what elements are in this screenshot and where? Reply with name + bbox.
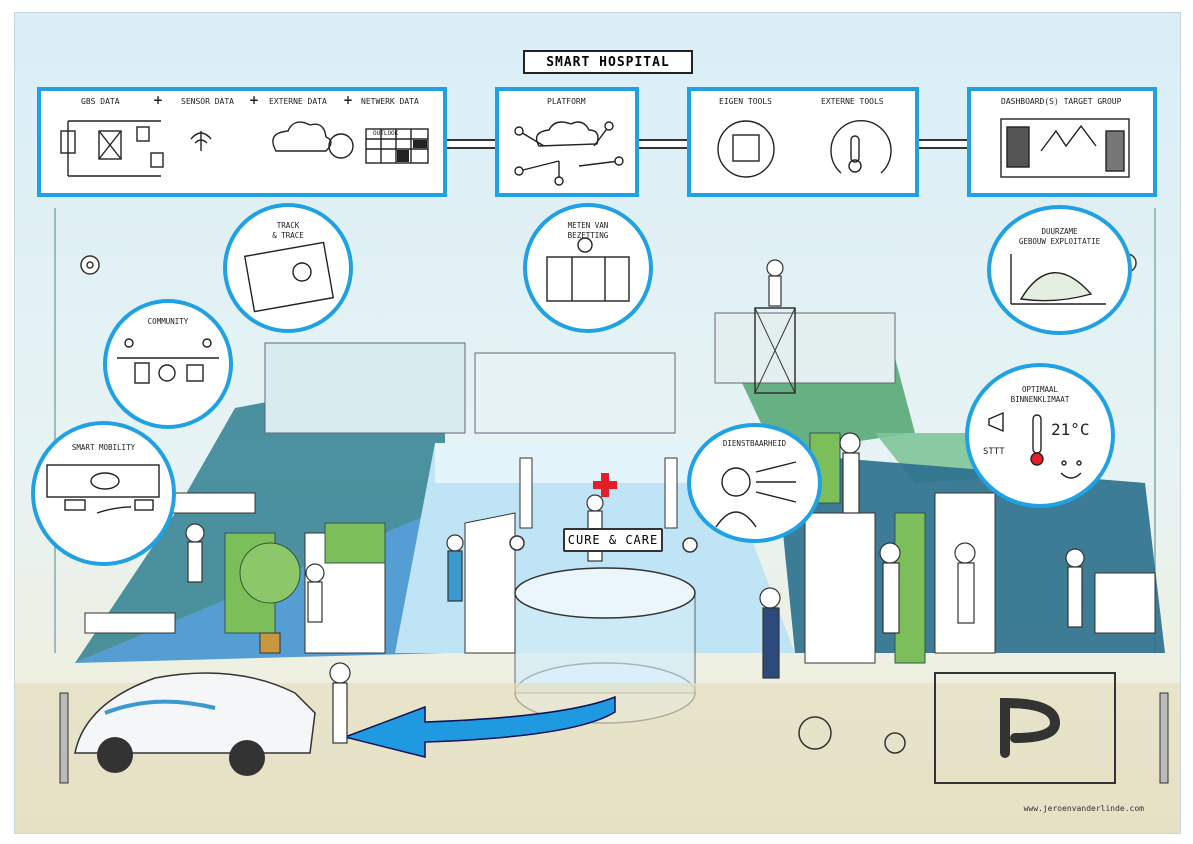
gbs-data-label: GBS DATA xyxy=(81,97,120,106)
cure-care-sign: CURE & CARE xyxy=(563,528,663,552)
data-sources-icons xyxy=(60,120,429,177)
externe-data-label: EXTERNE DATA xyxy=(269,97,327,106)
binnenklimaat-bubble: OPTIMAAL BINNENKLIMAAT 21°C STTT xyxy=(965,363,1115,508)
duurzame-label: DUURZAME GEBOUW EXPLOITATIE xyxy=(1018,227,1101,246)
track-trace-bubble: TRACK & TRACE xyxy=(223,203,353,333)
dashboard-icon xyxy=(1000,118,1130,178)
sensor-data-label: SENSOR DATA xyxy=(181,97,234,106)
person-data-icon xyxy=(715,461,797,528)
connector-line xyxy=(919,139,967,149)
community-bubble: COMMUNITY xyxy=(103,299,233,429)
plus-sign: + xyxy=(343,93,354,107)
dashboard-label: DASHBOARD(S) TARGET GROUP xyxy=(1001,97,1122,106)
temperature-readout: 21°C xyxy=(1051,420,1090,439)
floorplan-icon xyxy=(546,237,630,302)
dienstbaarheid-bubble: DIENSTBAARHEID xyxy=(687,423,822,543)
plus-sign: + xyxy=(153,93,164,107)
platform-panel: PLATFORM xyxy=(495,87,639,197)
smart-mobility-bubble: SMART MOBILITY xyxy=(31,421,176,566)
illustration-frame: SMART HOSPITAL GBS DATA + SENSOR DATA + … xyxy=(14,12,1181,834)
netwerk-data-label: NETWERK DATA xyxy=(361,97,419,106)
cloud-network-icon xyxy=(514,121,624,186)
plus-sign: + xyxy=(249,93,260,107)
sound-text: STTT xyxy=(983,447,1005,457)
tools-panel: EIGEN TOOLS EXTERNE TOOLS xyxy=(687,87,919,197)
smart-mobility-label: SMART MOBILITY xyxy=(71,443,136,452)
community-label: COMMUNITY xyxy=(147,317,189,326)
eigen-tools-label: EIGEN TOOLS xyxy=(719,97,772,106)
dienstbaarheid-label: DIENSTBAARHEID xyxy=(722,439,787,448)
climate-icons xyxy=(988,411,1082,479)
track-trace-label: TRACK & TRACE xyxy=(272,221,304,240)
tools-icons xyxy=(717,119,892,178)
duurzame-bubble: DUURZAME GEBOUW EXPLOITATIE xyxy=(987,205,1132,335)
outlook-label: OUTLOOK xyxy=(373,130,399,137)
binnenklimaat-label: OPTIMAAL BINNENKLIMAAT xyxy=(1010,385,1070,404)
meten-bezetting-label: METEN VAN BEZETTING xyxy=(567,221,609,240)
page-title: SMART HOSPITAL xyxy=(523,50,693,74)
tablet-icon xyxy=(243,241,335,313)
leaf-chart-icon xyxy=(1010,254,1106,305)
data-sources-panel: GBS DATA + SENSOR DATA + EXTERNE DATA + … xyxy=(37,87,447,197)
mobility-icons xyxy=(46,464,160,514)
externe-tools-label: EXTERNE TOOLS xyxy=(821,97,884,106)
dashboard-panel: DASHBOARD(S) TARGET GROUP xyxy=(967,87,1157,197)
meten-bezetting-bubble: METEN VAN BEZETTING xyxy=(523,203,653,333)
platform-label: PLATFORM xyxy=(547,97,586,106)
connector-line xyxy=(447,139,495,149)
connector-line xyxy=(639,139,687,149)
community-icons xyxy=(117,338,219,384)
artist-signature: www.jeroenvanderlinde.com xyxy=(1023,804,1144,813)
